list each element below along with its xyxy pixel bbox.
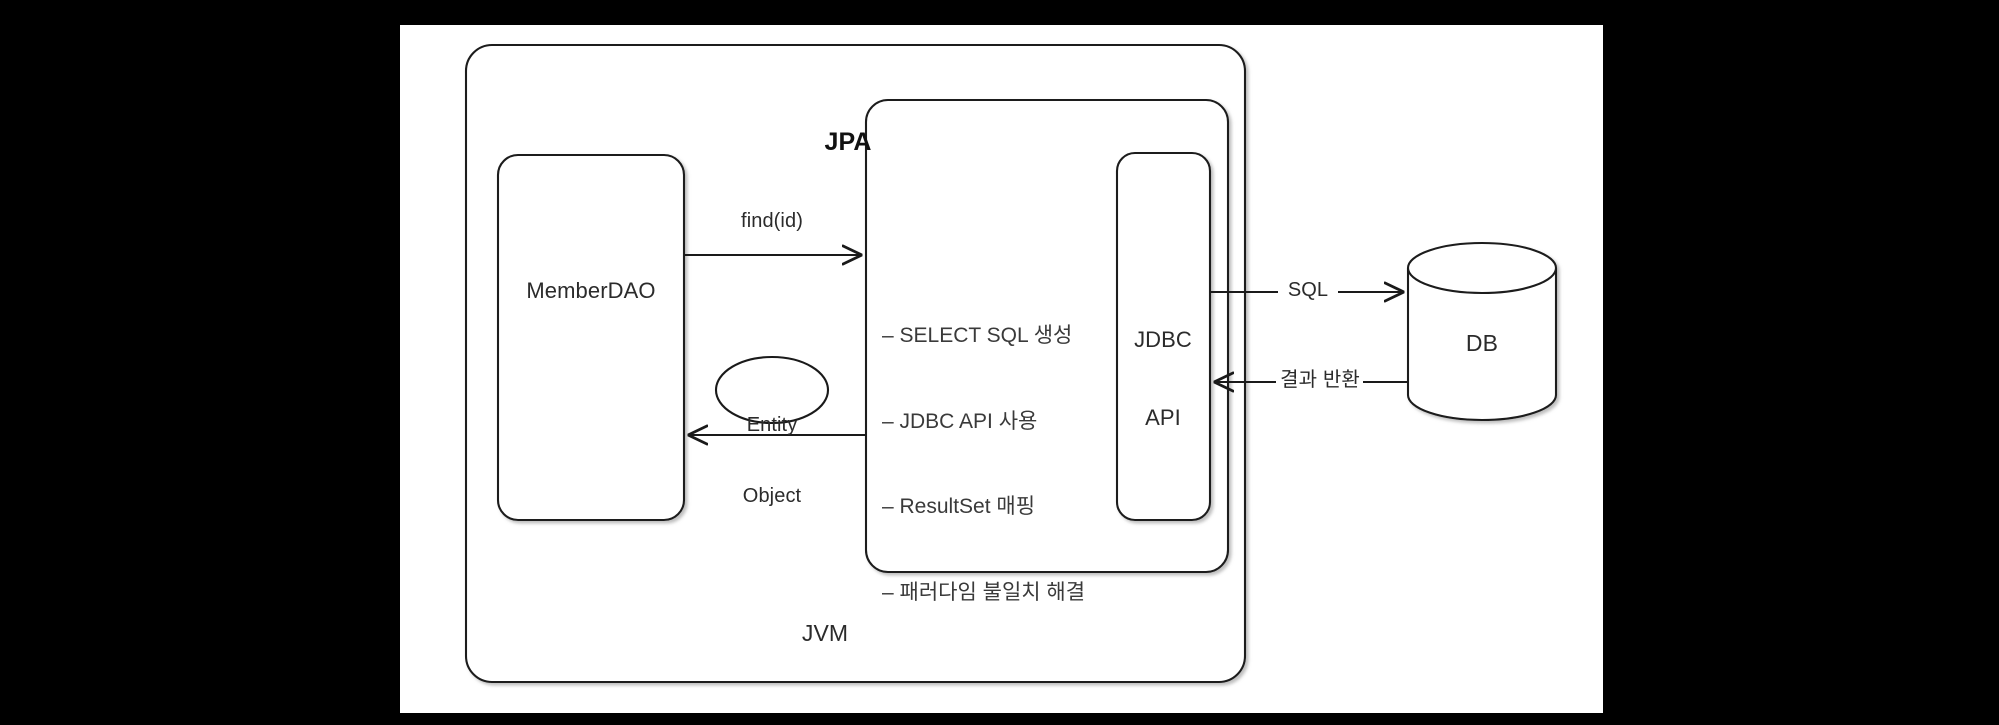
- jpa-bullet-item: – ResultSet 매핑: [882, 495, 1036, 519]
- jvm-label: JVM: [801, 620, 849, 646]
- database-label: DB: [1465, 330, 1499, 356]
- jpa-bullet-item: – SELECT SQL 생성: [882, 324, 1073, 348]
- jpa-bullet-item: – 패러다임 불일치 해결: [882, 581, 1086, 605]
- diagram-canvas: JPA MemberDAO – SELECT SQL 생성 – JDBC API…: [400, 25, 1603, 713]
- result-edge-label: 결과 반환: [1280, 369, 1360, 391]
- jdbc-api-label: JDBC API: [1134, 275, 1192, 483]
- jdbc-api-label-line2: API: [1145, 404, 1181, 430]
- member-dao-box: [496, 153, 686, 522]
- entity-object-label-line2: Object: [742, 484, 802, 507]
- entity-object-label-line1: Entity: [746, 414, 798, 437]
- jpa-bullet-item: – JDBC API 사용: [882, 409, 1038, 433]
- entity-object-ellipse: [714, 355, 830, 425]
- jpa-title: JPA: [824, 128, 872, 156]
- jdbc-api-box: [1115, 151, 1212, 522]
- database-cylinder: [1406, 241, 1558, 422]
- find-call-label: find(id): [741, 210, 803, 232]
- jdbc-api-label-line1: JDBC: [1134, 326, 1192, 352]
- jpa-bullet-list: – SELECT SQL 생성 – JDBC API 사용 – ResultSe…: [882, 265, 1085, 665]
- sql-edge-label: SQL: [1287, 279, 1329, 301]
- diagram-vector-layer: [464, 43, 1558, 684]
- entity-object-label: Entity Object: [743, 367, 801, 556]
- member-dao-label: MemberDAO: [526, 278, 656, 303]
